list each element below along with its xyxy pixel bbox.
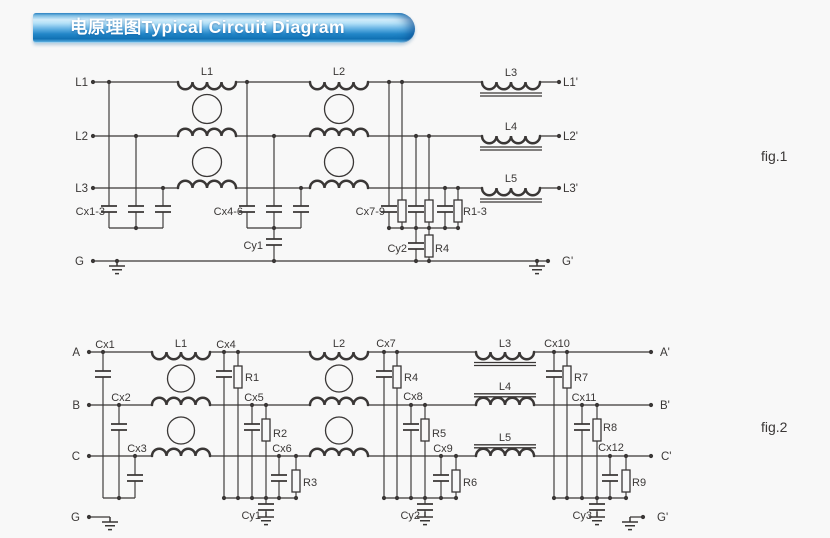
fig2-diagram: A B C G A' B' C' G' L1 L2 L3 L4 L5 Cx1 C… bbox=[71, 338, 788, 531]
fig2-y-capacitors bbox=[257, 503, 606, 511]
fig2-cx7-label: Cx7 bbox=[376, 338, 396, 350]
title-banner: 电原理图Typical Circuit Diagram bbox=[33, 13, 415, 43]
fig2-r9-label: R9 bbox=[632, 477, 646, 489]
fig2-cx10-label: Cx10 bbox=[544, 338, 570, 350]
fig2-cx4-label: Cx4 bbox=[216, 339, 236, 351]
choke-core-circle bbox=[191, 93, 223, 125]
fig2-cy3-label: Cy3 bbox=[572, 510, 592, 522]
fig2-inductor-label-L5: L5 bbox=[499, 432, 511, 444]
fig2-output-label-B: B' bbox=[660, 400, 670, 412]
choke-core-circle bbox=[166, 416, 196, 445]
fig1-cy2-label: Cy2 bbox=[387, 243, 407, 255]
fig2-cx3-label: Cx3 bbox=[127, 443, 147, 455]
fig2-output-inductors bbox=[474, 350, 536, 458]
fig1-r4-label: R4 bbox=[435, 243, 449, 255]
fig1-output-label-2: L2' bbox=[563, 131, 578, 143]
fig1-labels: L1 L2 L3 G L1' L2' L3' G' L1 L2 L3 L4 L5… bbox=[75, 66, 788, 268]
fig1-cy1-label: Cy1 bbox=[243, 240, 263, 252]
fig2-input-label-B: B bbox=[72, 400, 80, 412]
fig2-choke1-label: L1 bbox=[175, 338, 187, 350]
fig1-inductor-label-L3: L3 bbox=[505, 67, 517, 79]
fig2-r1-label: R1 bbox=[245, 372, 259, 384]
fig1-output-label-1: L1' bbox=[563, 77, 578, 89]
choke-core-circle bbox=[191, 146, 223, 178]
fig2-input-label-C: C bbox=[72, 451, 80, 463]
fig2-r4-label: R4 bbox=[404, 372, 418, 384]
fig2-r2-label: R2 bbox=[273, 428, 287, 440]
fig2-ground-in-label: G bbox=[71, 512, 80, 524]
fig1-ground-out-label: G' bbox=[562, 256, 573, 268]
choke-core-circle bbox=[166, 364, 196, 393]
fig2-cx11-label: Cx11 bbox=[572, 392, 597, 404]
fig2-ground-symbols bbox=[101, 511, 639, 531]
fig1-wires bbox=[93, 81, 559, 262]
fig1-choke2-label: L2 bbox=[333, 66, 345, 78]
fig2-r6-label: R6 bbox=[463, 477, 477, 489]
fig1-ground-symbols bbox=[108, 260, 546, 275]
fig1-choke-2 bbox=[308, 80, 370, 190]
choke-core-circle bbox=[323, 93, 355, 125]
fig2-cy2-label: Cy2 bbox=[400, 510, 420, 522]
fig1-input-label-2: L2 bbox=[75, 131, 88, 143]
fig2-output-label-A: A' bbox=[660, 347, 670, 359]
fig2-r5-label: R5 bbox=[432, 428, 446, 440]
fig2-inductor-label-L4: L4 bbox=[499, 381, 511, 393]
fig2-cx6-label: Cx6 bbox=[272, 443, 292, 455]
fig2-cx5-label: Cx5 bbox=[244, 392, 264, 404]
fig1-rgroup-label: R1-3 bbox=[463, 206, 487, 218]
fig2-cx8-label: Cx8 bbox=[403, 391, 423, 403]
fig1-output-inductors bbox=[480, 80, 542, 203]
fig2-inductor-label-L3: L3 bbox=[499, 338, 511, 350]
fig2-ground-out-label: G' bbox=[657, 512, 668, 524]
fig2-r8-label: R8 bbox=[603, 422, 617, 434]
fig2-choke-2 bbox=[308, 350, 370, 458]
fig2-cy1-label: Cy1 bbox=[241, 510, 261, 522]
fig2-input-label-A: A bbox=[72, 347, 80, 359]
fig1-junction-dots bbox=[90, 79, 562, 264]
fig2-choke-1 bbox=[150, 350, 212, 458]
fig1-output-label-3: L3' bbox=[563, 183, 578, 195]
fig1-inductor-label-L4: L4 bbox=[505, 121, 517, 133]
choke-core-circle bbox=[323, 146, 355, 178]
fig2-choke2-label: L2 bbox=[333, 338, 345, 350]
fig1-input-label-3: L3 bbox=[75, 183, 88, 195]
fig2-caption: fig.2 bbox=[761, 419, 788, 435]
fig1-ground-in-label: G bbox=[75, 256, 84, 268]
fig2-cx2-label: Cx2 bbox=[111, 392, 131, 404]
fig1-capgroup2-label: Cx4-6 bbox=[214, 206, 243, 218]
choke-core-circle bbox=[324, 364, 354, 393]
fig1-choke1-label: L1 bbox=[201, 66, 213, 78]
fig2-wires bbox=[89, 351, 651, 518]
fig2-cx9-label: Cx9 bbox=[433, 443, 453, 455]
fig2-output-label-C: C' bbox=[661, 451, 672, 463]
fig2-x-capacitors bbox=[94, 370, 619, 482]
fig2-cx12-label: Cx12 bbox=[598, 442, 624, 454]
fig2-r7-label: R7 bbox=[574, 372, 588, 384]
fig2-r3-label: R3 bbox=[303, 477, 317, 489]
fig1-caption: fig.1 bbox=[761, 148, 788, 164]
fig1-capgroup1-label: Cx1-3 bbox=[76, 206, 105, 218]
fig2-labels: A B C G A' B' C' G' L1 L2 L3 L4 L5 Cx1 C… bbox=[71, 338, 788, 524]
fig1-choke-1 bbox=[176, 80, 238, 190]
page-title: 电原理图Typical Circuit Diagram bbox=[70, 17, 345, 37]
fig1-inductor-label-L5: L5 bbox=[505, 173, 517, 185]
fig1-diagram: L1 L2 L3 G L1' L2' L3' G' L1 L2 L3 L4 L5… bbox=[75, 66, 788, 275]
fig1-input-label-1: L1 bbox=[75, 77, 88, 89]
fig2-cx1-label: Cx1 bbox=[95, 339, 115, 351]
choke-core-circle bbox=[324, 416, 354, 445]
fig1-capgroup3-label: Cx7-9 bbox=[356, 206, 385, 218]
